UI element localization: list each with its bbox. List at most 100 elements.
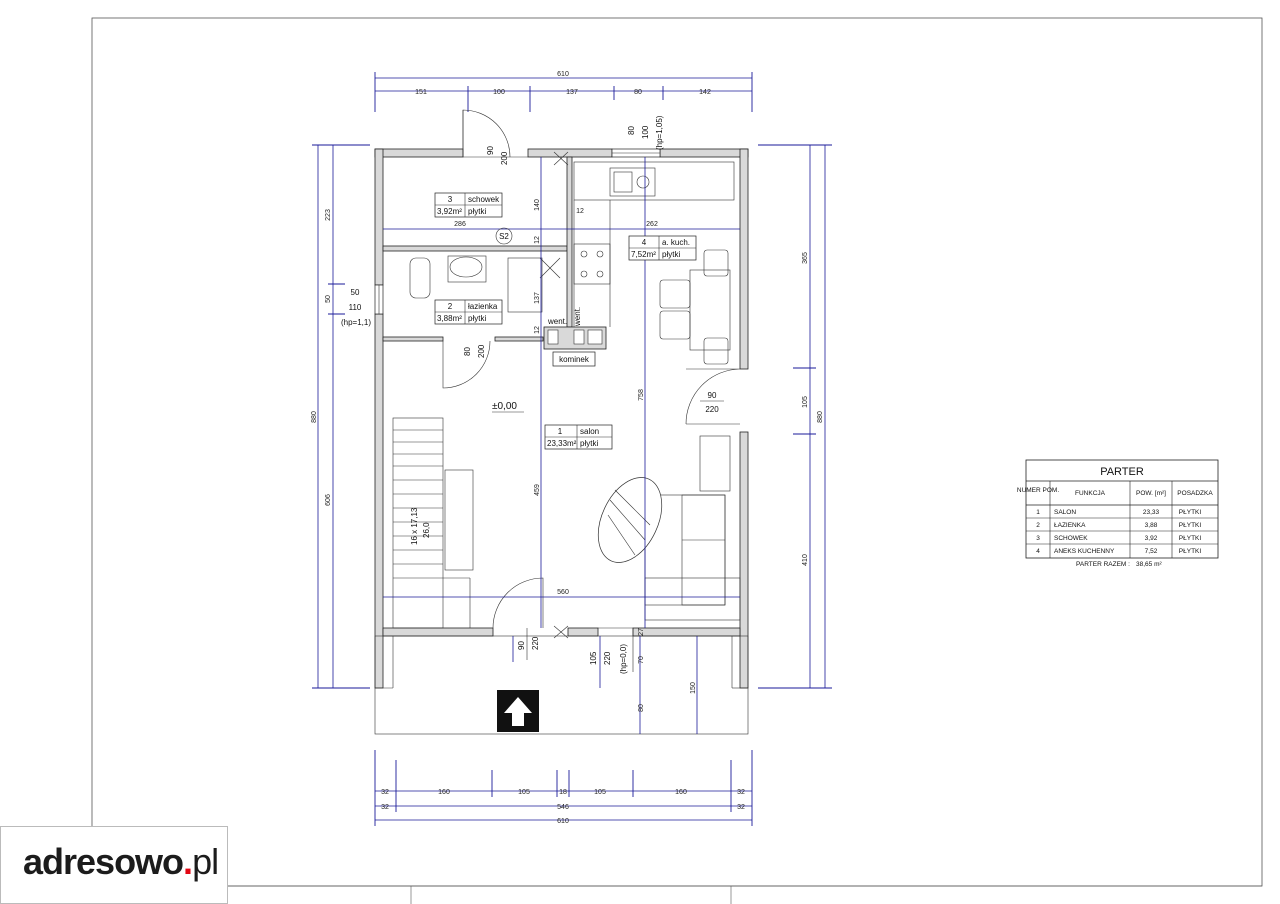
dim-right-seg: 410 (802, 554, 809, 566)
door-right-label: 220 (705, 405, 719, 414)
inner-dimension-lines: 286 262 140 12 12 137 12 459 758 560 27 … (383, 157, 740, 734)
annotations: ±0,00 S2 went. went. kominek 16 x 17,13 … (410, 227, 596, 545)
legend-cell: ŁAZIENKA (1054, 522, 1086, 529)
dim-inner: 137 (534, 292, 541, 304)
dim-right-seg: 365 (802, 252, 809, 264)
window-left-label: 110 (349, 303, 362, 312)
room-label-kuchnia: 4 a. kuch. 7,52m² płytki (628, 235, 697, 261)
dim-left-seg: 606 (325, 494, 332, 506)
dim-inner: 80 (638, 704, 645, 712)
dim-inner: 150 (690, 682, 697, 694)
dim-bottom-seg: 32 (381, 804, 389, 811)
legend-cell: SCHOWEK (1054, 535, 1088, 542)
door-right-label: 90 (708, 391, 717, 400)
dim-right-total: 880 (817, 411, 824, 423)
room-num: 4 (642, 238, 647, 247)
window-left (374, 284, 384, 315)
window-top (611, 148, 661, 158)
dims-top: 610 151 100 137 80 142 (374, 71, 753, 112)
dim-bottom-seg: 32 (737, 789, 745, 796)
window-top-label: (hp=1,05) (655, 115, 664, 150)
dim-inner: 140 (534, 199, 541, 211)
dim-bottom-seg: 18 (559, 789, 567, 796)
arrow-up-icon (497, 690, 539, 732)
legend-cell: 4 (1036, 548, 1040, 555)
dim-bottom-total: 610 (557, 818, 569, 825)
legend-cell: 1 (1036, 509, 1040, 516)
room-num: 3 (448, 195, 453, 204)
stairs-label: 26,0 (422, 522, 431, 538)
dim-left-total: 880 (311, 411, 318, 423)
dim-inner: 560 (557, 589, 569, 596)
kitchen-fixtures (573, 161, 735, 327)
logo-tld: pl (192, 841, 219, 882)
dim-bottom-seg: 32 (737, 804, 745, 811)
legend-cell: 7,52 (1145, 548, 1158, 555)
room-area: 7,52m² (631, 250, 656, 259)
dim-inner: 27 (638, 628, 645, 636)
dim-right-seg: 105 (802, 396, 809, 408)
room-floor: płytki (580, 439, 598, 448)
dim-bottom-seg: 105 (518, 789, 530, 796)
room-area: 23,33m² (547, 439, 577, 448)
room-label-salon: 1 salon 23,33m² płytki (544, 424, 613, 450)
legend-header: NUMER POM. (1017, 487, 1059, 494)
room-label-lazienka: 2 łazienka 3,88m² płytki (434, 299, 503, 325)
dim-bottom-seg: 32 (381, 789, 389, 796)
opening-labels: 90 200 80 100 (hp=1,05) 50 110 (hp=1,1) … (341, 115, 724, 674)
room-num: 1 (558, 427, 563, 436)
interior-walls (382, 109, 741, 672)
dim-inner: 12 (576, 208, 584, 215)
living-furniture (597, 435, 741, 621)
dim-left-seg: 50 (325, 295, 332, 303)
logo-dot: . (183, 841, 193, 882)
went-label: went. (573, 307, 582, 327)
legend-title: PARTER (1100, 466, 1144, 478)
legend-cell: SALON (1054, 509, 1076, 516)
went-label: went. (547, 317, 567, 326)
dim-inner: 12 (534, 326, 541, 334)
room-name: a. kuch. (662, 238, 690, 247)
dim-inner: 459 (534, 484, 541, 496)
door-entry-label: 220 (603, 651, 612, 665)
kominek-label: kominek (559, 355, 590, 364)
room-name: schowek (468, 195, 500, 204)
window-top-label: 80 (627, 126, 636, 135)
legend-table: PARTER NUMER POM. FUNKCJA POW. [m²] POSA… (1017, 459, 1219, 568)
legend-cell: PŁYTKI (1179, 509, 1202, 516)
door-entry-label: (hp=0,0) (619, 644, 628, 674)
legend-cell: 23,33 (1143, 509, 1160, 516)
dim-inner: 286 (454, 221, 466, 228)
dim-bottom-seg: 105 (594, 789, 606, 796)
dim-bottom-seg: 546 (557, 804, 569, 811)
legend-header: POW. [m²] (1136, 490, 1166, 497)
door-entry-label: 105 (589, 651, 598, 665)
logo-text: adresowo.pl (23, 841, 219, 883)
legend-cell: PŁYTKI (1179, 548, 1202, 555)
dim-top-seg: 80 (634, 89, 642, 96)
level-label: ±0,00 (492, 401, 517, 412)
legend-cell: PŁYTKI (1179, 535, 1202, 542)
dim-inner: 70 (638, 656, 645, 664)
legend-cell: 3 (1036, 535, 1040, 542)
room-floor: płytki (468, 314, 486, 323)
stairs (392, 417, 474, 629)
legend-cell: PŁYTKI (1179, 522, 1202, 529)
stairs-label: 16 x 17,13 (410, 507, 419, 545)
dims-right: 365 105 410 880 (758, 144, 832, 689)
legend-cell: ANEKS KUCHENNY (1054, 548, 1115, 555)
dim-top-seg: 100 (493, 89, 505, 96)
room-name: salon (580, 427, 599, 436)
dim-top-seg: 151 (415, 89, 427, 96)
logo-brand: adresowo (23, 841, 184, 882)
dims-bottom: 32 160 105 18 105 160 32 32 546 32 610 (374, 750, 753, 826)
legend-header: POSADZKA (1177, 490, 1213, 497)
legend-total-value: 38,65 m² (1136, 561, 1162, 568)
legend-cell: 3,92 (1145, 535, 1158, 542)
legend-total-label: PARTER RAZEM : (1076, 561, 1130, 568)
dim-inner: 12 (534, 236, 541, 244)
door-top-label: 90 (486, 146, 495, 155)
legend-cell: 3,88 (1145, 522, 1158, 529)
door-top-label: 200 (500, 151, 509, 165)
legend-cell: 2 (1036, 522, 1040, 529)
